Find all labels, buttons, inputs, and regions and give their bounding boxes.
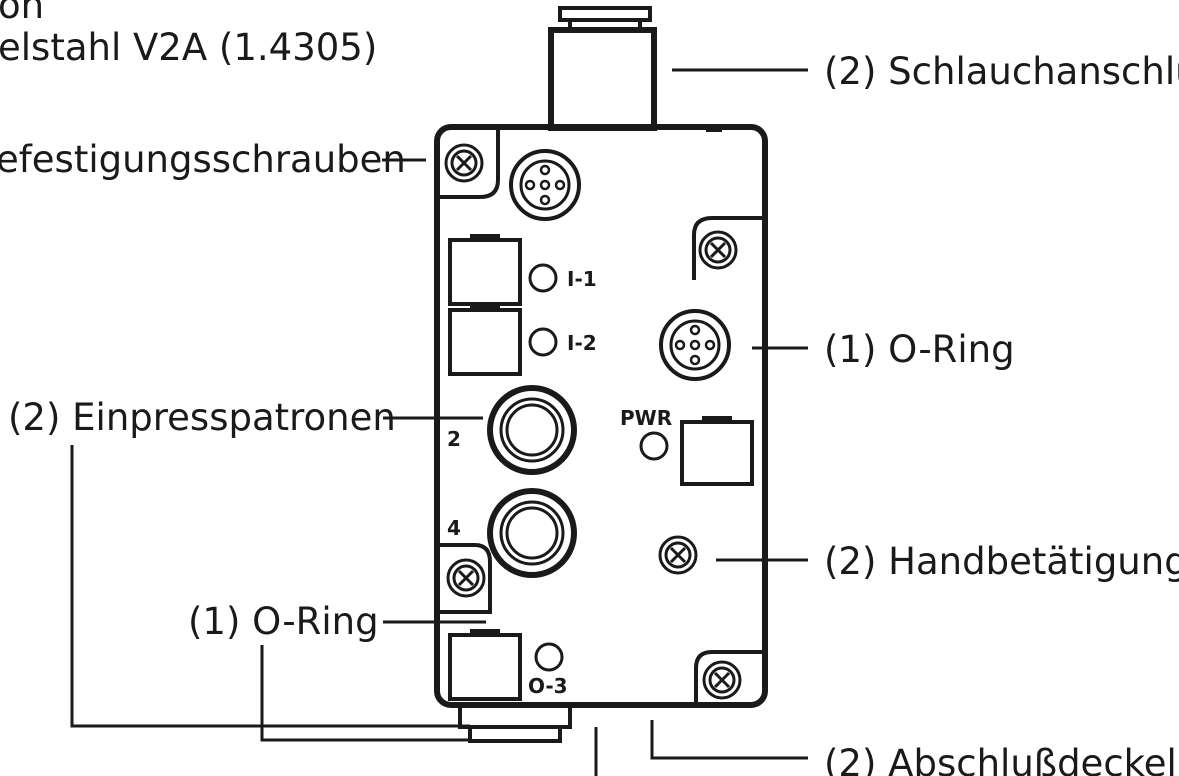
- leader-cartridge-bottom: [70, 445, 470, 728]
- led-i1: [528, 263, 558, 293]
- leader-end-cover: [650, 720, 808, 760]
- corner-bracket-bottom-right: [694, 650, 765, 705]
- label-manual-override: (2) Handbetätigung: [824, 540, 1179, 583]
- housing-notch: [706, 124, 722, 132]
- screw-icon: [702, 660, 742, 700]
- corner-bracket-bottom-left: [437, 543, 492, 614]
- screw-icon: [444, 143, 484, 183]
- label-end-cover: (2) Abschlußdeckel: [824, 742, 1177, 776]
- screw-icon: [698, 230, 738, 270]
- corner-bracket-right: [692, 216, 765, 280]
- marking-port-2: 2: [447, 427, 461, 451]
- m12-connector-icon: [509, 149, 581, 221]
- label-o-ring-right: (1) O-Ring: [824, 328, 1015, 371]
- press-cartridge-port-4: [487, 488, 577, 578]
- bottom-connector: [458, 703, 572, 743]
- top-hose-connector: [548, 6, 657, 131]
- led-i2: [528, 327, 558, 357]
- output-module-3: [448, 629, 522, 701]
- marking-port-4: 4: [447, 516, 461, 540]
- led-o3: [534, 642, 564, 672]
- label-press-cartridges: (2) Einpresspatronen: [8, 396, 396, 439]
- marking-i2: I-2: [567, 331, 597, 355]
- power-module: [680, 416, 754, 486]
- led-power: [639, 431, 669, 461]
- marking-pwr: PWR: [620, 406, 672, 430]
- screw-icon: [446, 558, 486, 598]
- label-material-line2: elstahl V2A (1.4305): [0, 26, 377, 69]
- label-hose-connection: (2) Schlauchanschlu: [824, 50, 1179, 93]
- manual-override-icon: [658, 535, 698, 575]
- label-o-ring-left: (1) O-Ring: [188, 600, 379, 643]
- label-fixing-screws: efestigungsschrauben: [0, 138, 406, 181]
- label-material-line1: on: [0, 0, 44, 27]
- marking-o3: O-3: [528, 674, 568, 698]
- press-cartridge-port-2: [487, 385, 577, 475]
- marking-i1: I-1: [567, 267, 597, 291]
- leader-o-ring-bottom: [260, 645, 470, 742]
- input-module-2: [448, 304, 522, 376]
- input-module-1: [448, 234, 522, 306]
- m12-connector-icon: [659, 309, 731, 381]
- corner-bracket-top-left: [437, 127, 500, 199]
- valve-housing: [434, 124, 768, 708]
